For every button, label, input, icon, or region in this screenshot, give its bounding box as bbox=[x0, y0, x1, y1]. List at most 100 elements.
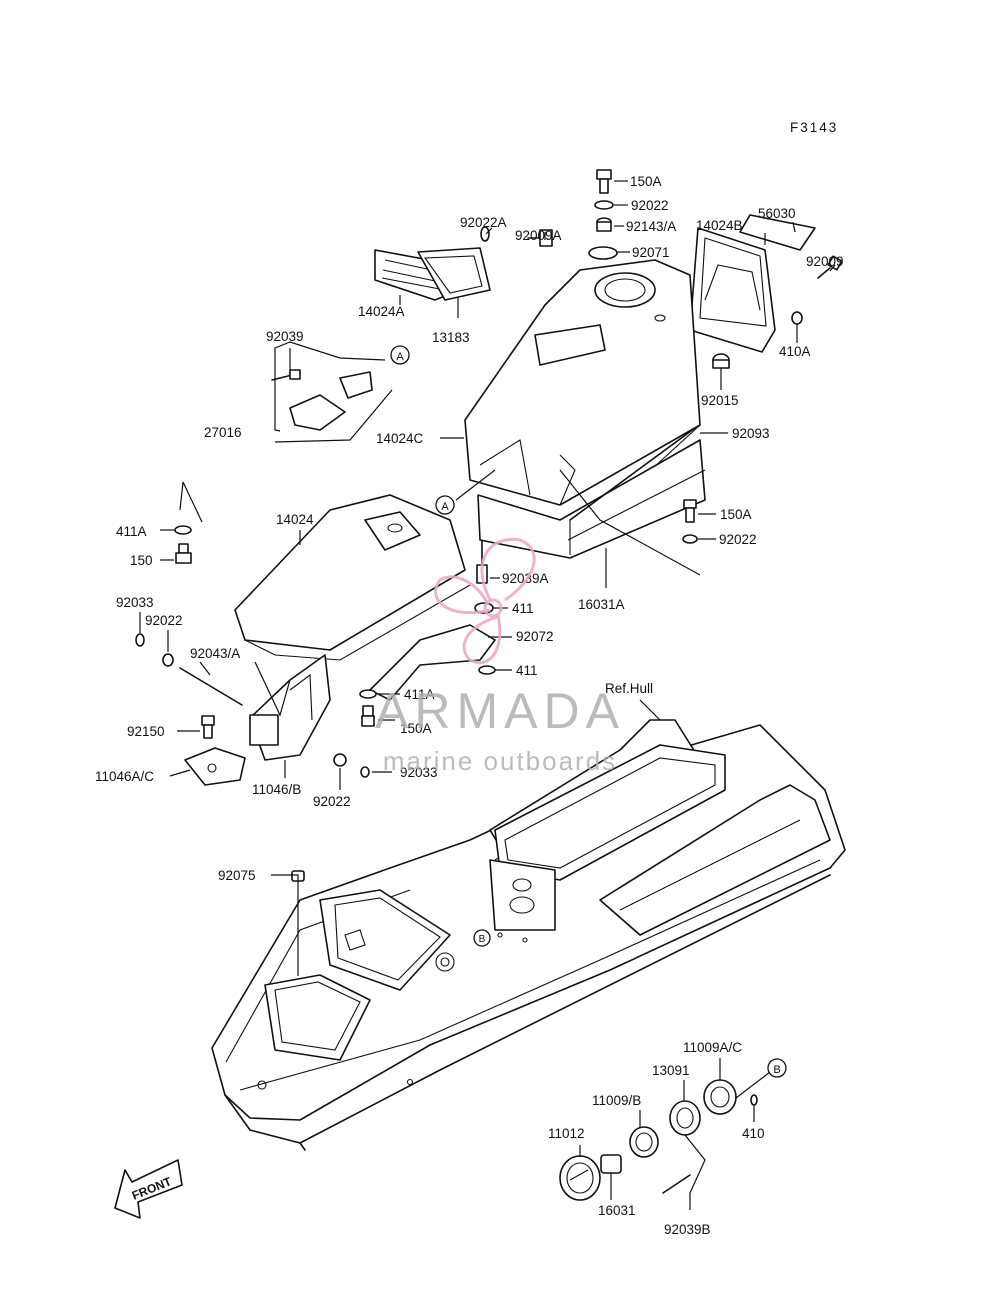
callout-b-caps: B bbox=[767, 1058, 787, 1078]
bracket-27016 bbox=[339, 371, 373, 399]
label-411-b: 411 bbox=[516, 663, 538, 678]
gasket-13183 bbox=[417, 247, 491, 301]
grommet-92071 bbox=[588, 246, 618, 260]
label-410a: 410A bbox=[779, 344, 811, 359]
diagram-code: F3143 bbox=[790, 120, 838, 135]
label-27016: 27016 bbox=[204, 425, 242, 440]
label-11009b: 11009/B bbox=[592, 1093, 641, 1108]
fuel-tank-16031a bbox=[477, 427, 706, 559]
label-14024a: 14024A bbox=[358, 304, 405, 319]
label-150a-top: 150A bbox=[630, 174, 662, 189]
watermark: ARMADA marine outboards bbox=[375, 537, 625, 776]
screw-92009a bbox=[527, 229, 553, 247]
rivet-92039 bbox=[271, 369, 301, 381]
washer-92022-mid bbox=[682, 534, 698, 544]
label-92150: 92150 bbox=[127, 724, 165, 739]
label-92043a: 92043/A bbox=[190, 646, 240, 661]
label-92022-mid: 92022 bbox=[719, 532, 757, 547]
label-11046b: 11046/B bbox=[252, 782, 301, 797]
label-56030: 56030 bbox=[758, 206, 796, 221]
label-11012: 11012 bbox=[548, 1126, 585, 1141]
label-14024b: 14024B bbox=[696, 218, 743, 233]
bolt-92150 bbox=[201, 715, 215, 739]
leader-lines bbox=[139, 180, 836, 1210]
washer-92022-bottom bbox=[333, 753, 347, 767]
label-92009: 92009 bbox=[806, 254, 844, 269]
rod-92043a bbox=[179, 667, 243, 706]
washer-411a-left bbox=[174, 525, 192, 535]
label-92039b: 92039B bbox=[664, 1222, 711, 1237]
label-16031a: 16031A bbox=[578, 597, 625, 612]
watermark-tagline: marine outboards bbox=[383, 746, 617, 776]
label-92033-bottom: 92033 bbox=[400, 765, 438, 780]
cover-14024b bbox=[689, 227, 776, 353]
nut-92015 bbox=[712, 353, 730, 369]
label-92039: 92039 bbox=[266, 329, 304, 344]
cap-27016 bbox=[289, 394, 346, 431]
svg-text:B: B bbox=[773, 1064, 780, 1076]
label-410: 410 bbox=[742, 1126, 765, 1141]
callout-a-bottom: A bbox=[435, 495, 455, 515]
svg-text:A: A bbox=[396, 351, 404, 363]
clip-92033-bottom bbox=[360, 766, 370, 778]
label-92039a: 92039A bbox=[502, 571, 549, 586]
label-411a-center: 411A bbox=[404, 687, 435, 702]
label-92022-top: 92022 bbox=[631, 198, 669, 213]
callout-a-top: A bbox=[390, 345, 410, 365]
washer-92022-top bbox=[594, 200, 614, 210]
bolt-150-left bbox=[175, 543, 192, 564]
label-16031: 16031 bbox=[598, 1203, 636, 1218]
label-411-a: 411 bbox=[512, 601, 534, 616]
washer-410 bbox=[750, 1094, 758, 1106]
label-92143a: 92143/A bbox=[626, 219, 676, 234]
watermark-brand: ARMADA bbox=[375, 683, 625, 739]
part-labels: 150A 92022 92143/A 92071 14024B 56030 92… bbox=[95, 174, 844, 1237]
front-arrow-icon: FRONT bbox=[114, 1159, 183, 1219]
tank-cover-14024c bbox=[464, 259, 701, 506]
label-14024c: 14024C bbox=[376, 431, 424, 446]
washer-92022-left bbox=[162, 653, 174, 667]
callout-b-hull: B bbox=[473, 929, 491, 947]
seat-14024 bbox=[234, 494, 471, 661]
label-150a-center: 150A bbox=[400, 721, 432, 736]
label-150a-mid: 150A bbox=[720, 507, 752, 522]
washer-410a bbox=[791, 311, 803, 325]
label-14024: 14024 bbox=[276, 512, 314, 527]
plug-16031 bbox=[600, 1154, 622, 1174]
washer-411a-center bbox=[359, 689, 377, 699]
label-92093: 92093 bbox=[732, 426, 770, 441]
label-13091: 13091 bbox=[652, 1063, 690, 1078]
label-11009ac: 11009A/C bbox=[683, 1040, 742, 1055]
rivet-92039b bbox=[662, 1174, 691, 1194]
label-411a-left: 411A bbox=[116, 524, 147, 539]
label-13183: 13183 bbox=[432, 330, 470, 345]
plate-11046ac bbox=[184, 747, 246, 786]
clip-92033-left bbox=[135, 633, 145, 647]
svg-text:A: A bbox=[441, 501, 449, 513]
collar-92143a bbox=[596, 217, 612, 232]
washer-92022a bbox=[480, 226, 490, 242]
label-ref-hull: Ref.Hull bbox=[605, 681, 653, 696]
bolt-150a-center bbox=[361, 705, 375, 727]
label-92022-left: 92022 bbox=[145, 613, 183, 628]
ring-11009ac bbox=[703, 1079, 737, 1115]
propeller-logo-icon bbox=[434, 537, 536, 665]
hull-drawing bbox=[211, 719, 846, 1151]
label-92022a: 92022A bbox=[460, 215, 507, 230]
cap-11012 bbox=[559, 1155, 601, 1201]
ring-11009b bbox=[629, 1126, 659, 1158]
label-11046ac: 11046A/C bbox=[95, 769, 154, 784]
fitting-13091 bbox=[669, 1100, 701, 1136]
label-92022-bottom: 92022 bbox=[313, 794, 351, 809]
label-92072: 92072 bbox=[516, 629, 554, 644]
bolt-150a-top bbox=[596, 169, 612, 194]
svg-text:B: B bbox=[479, 934, 486, 945]
bracket-11046b bbox=[249, 654, 331, 761]
label-92015: 92015 bbox=[701, 393, 739, 408]
bolt-150a-mid bbox=[683, 499, 697, 523]
label-92009a: 92009A bbox=[515, 228, 562, 243]
label-150-left: 150 bbox=[130, 553, 153, 568]
washer-411-b bbox=[478, 665, 496, 675]
